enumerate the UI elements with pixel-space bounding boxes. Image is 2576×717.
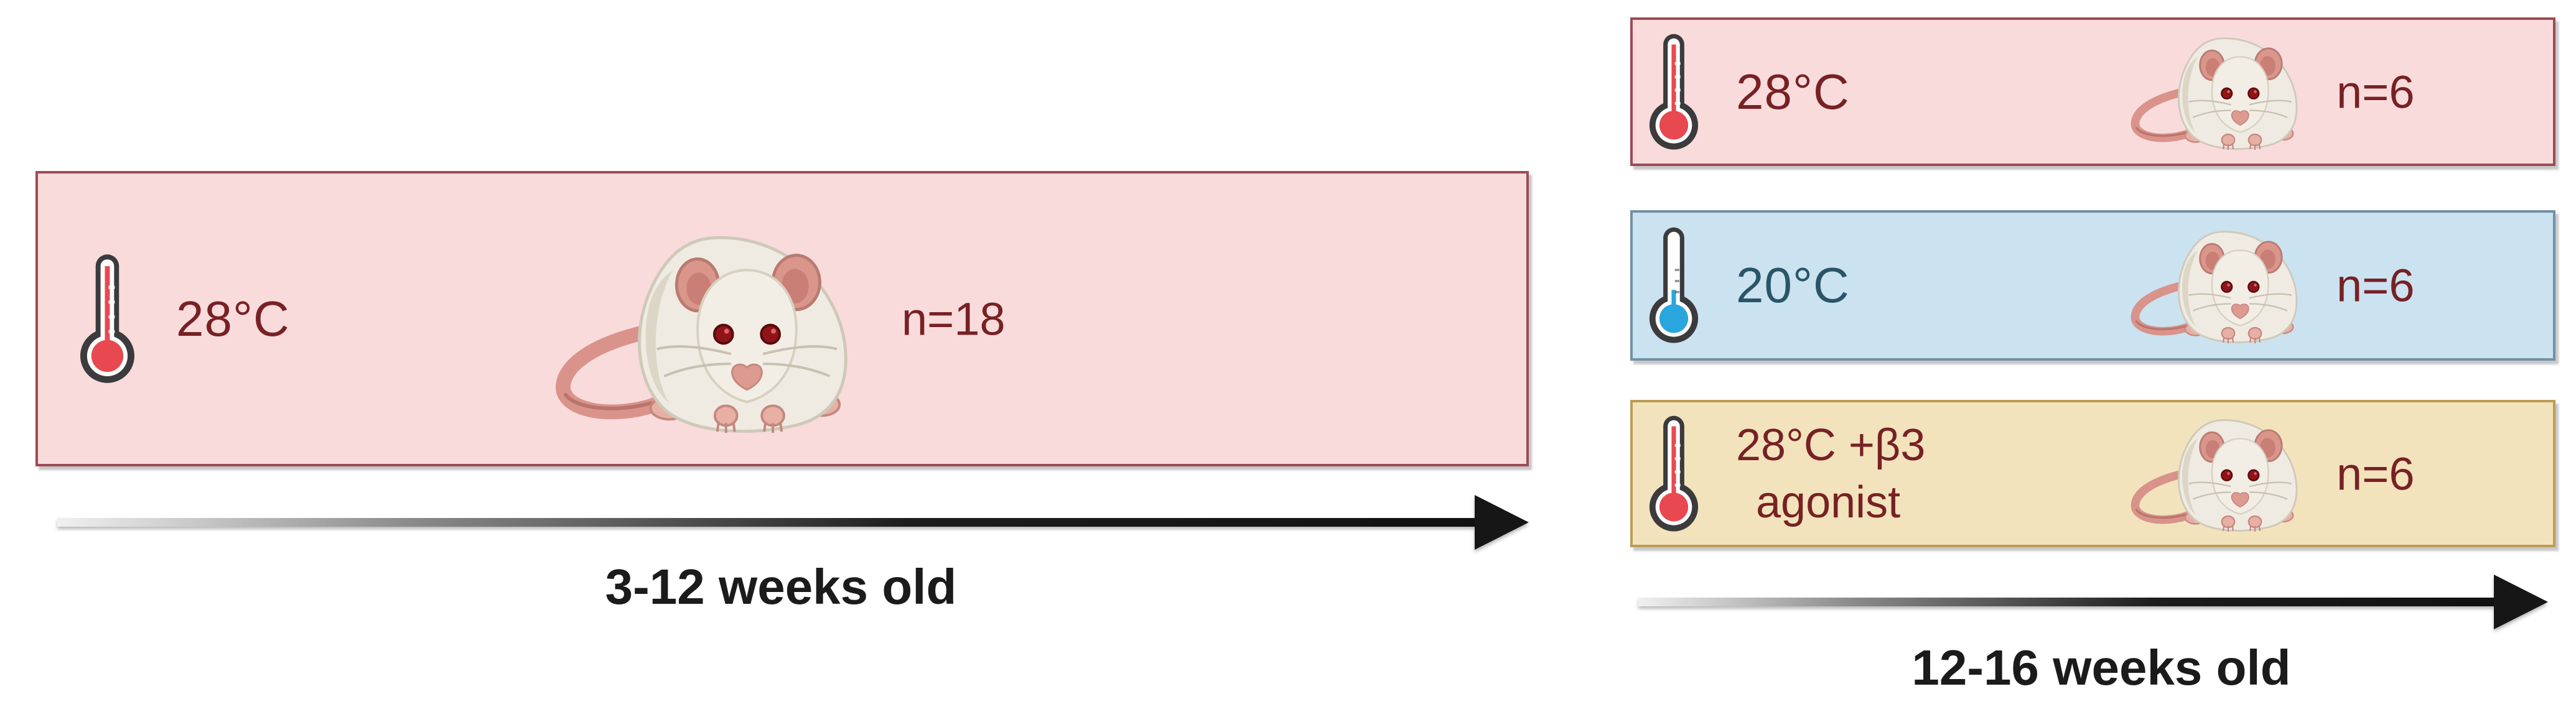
treatment-label-line1: 28°C +β3 <box>1736 420 1926 470</box>
sample-size-label: n=6 <box>2336 66 2415 118</box>
mouse-icon <box>553 221 862 443</box>
group-box-28c-b3-agonist: 28°C +β3 agonist n=6 <box>1630 400 2555 547</box>
arrow-shaft <box>1638 598 2500 606</box>
mouse-icon <box>2129 29 2306 155</box>
treatment-label: 28°C +β3 agonist <box>1736 416 1925 530</box>
group-box-20c-phase2: 20°C n=6 <box>1630 210 2555 361</box>
thermometer-warm-icon <box>80 251 135 387</box>
phase1-age-label: 3-12 weeks old <box>605 559 957 614</box>
mouse-icon <box>2129 410 2306 537</box>
sample-size-label: n=18 <box>902 293 1006 345</box>
sample-size-label: n=6 <box>2336 259 2415 312</box>
mouse-icon <box>2129 222 2306 349</box>
temperature-label: 28°C <box>1736 63 1850 119</box>
thermometer-warm-icon <box>1649 413 1699 535</box>
temperature-label: 20°C <box>1736 257 1850 313</box>
arrow-head <box>2494 575 2548 629</box>
arrow-shaft <box>57 518 1481 527</box>
treatment-label-line2: agonist <box>1756 477 1901 527</box>
temperature-label: 28°C <box>176 290 290 346</box>
group-box-28c-phase2: 28°C n=6 <box>1630 17 2555 166</box>
sample-size-label: n=6 <box>2336 448 2415 499</box>
phase2-age-label: 12-16 weeks old <box>1911 640 2291 695</box>
arrow-head <box>1475 495 1529 550</box>
timeline-arrow-phase1 <box>57 495 1529 550</box>
thermometer-warm-icon <box>1649 31 1699 153</box>
group-box-28c-phase1: 28°C n=18 <box>35 171 1529 466</box>
thermometer-cold-icon <box>1649 224 1699 346</box>
timeline-arrow-phase2 <box>1638 575 2548 629</box>
